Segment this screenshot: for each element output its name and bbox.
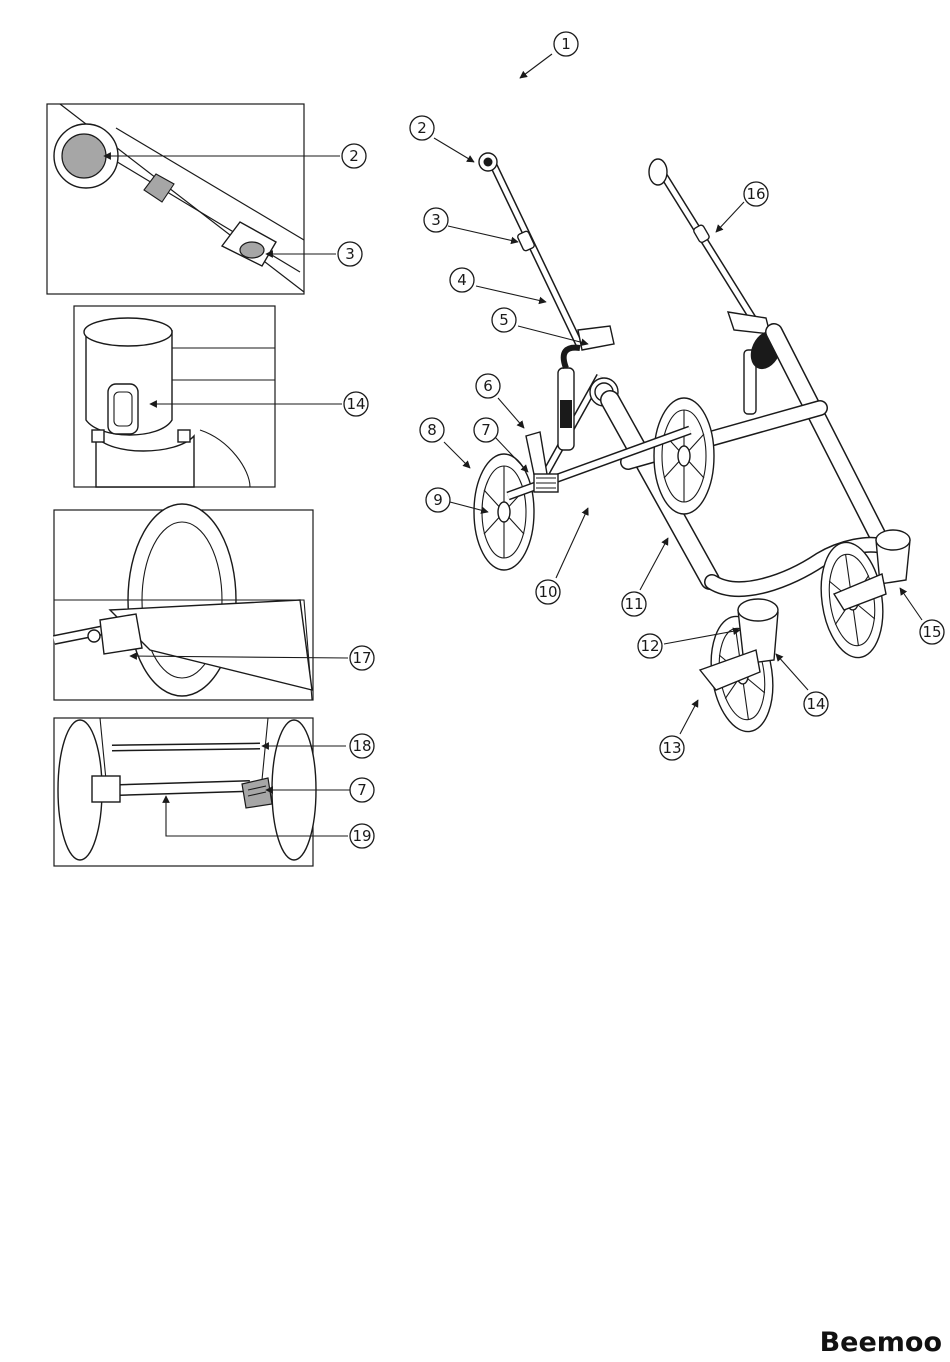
svg-text:6: 6: [483, 377, 493, 395]
callout-14: 14: [804, 692, 828, 716]
rear-wheel-right: [654, 398, 714, 514]
callout-7: 7: [474, 418, 498, 442]
wheel-release-button: [100, 614, 142, 654]
svg-text:14: 14: [346, 395, 365, 413]
callout-3: 3: [424, 208, 448, 232]
svg-text:3: 3: [431, 211, 441, 229]
svg-text:18: 18: [352, 737, 371, 755]
svg-text:13: 13: [662, 739, 681, 757]
callout-6: 6: [476, 374, 500, 398]
detail-callout-18: 18: [350, 734, 374, 758]
svg-text:1: 1: [561, 35, 571, 53]
detail-callout-17: 17: [350, 646, 374, 670]
svg-text:2: 2: [349, 147, 359, 165]
callout-13: 13: [660, 736, 684, 760]
callout-1: 1: [554, 32, 578, 56]
svg-text:11: 11: [624, 595, 643, 613]
brand-logo-text: Beemoo: [820, 1327, 942, 1358]
detail-callout-14: 14: [344, 392, 368, 416]
callout-12: 12: [638, 634, 662, 658]
svg-text:5: 5: [499, 311, 509, 329]
svg-text:8: 8: [427, 421, 437, 439]
callout-2: 2: [410, 116, 434, 140]
svg-text:2: 2: [417, 119, 427, 137]
handlebar: [470, 85, 660, 170]
main-stroller: [470, 85, 910, 735]
svg-text:14: 14: [806, 695, 825, 713]
brake-pedal-detail: [242, 778, 272, 808]
fold-release-button: [62, 134, 106, 178]
callout-5: 5: [492, 308, 516, 332]
svg-text:19: 19: [352, 827, 371, 845]
adapter-lock-button: [240, 242, 264, 258]
svg-text:10: 10: [538, 583, 557, 601]
detail-callout-19: 19: [350, 824, 374, 848]
seat-adapter-left: [578, 326, 614, 350]
svg-text:15: 15: [922, 623, 941, 641]
svg-text:12: 12: [640, 637, 659, 655]
detail-callout-3: 3: [338, 242, 362, 266]
callout-11: 11: [622, 592, 646, 616]
svg-text:17: 17: [352, 649, 371, 667]
callout-10: 10: [536, 580, 560, 604]
detail-swivel-box: [74, 306, 275, 487]
rear-wheel-left: [474, 454, 534, 570]
detail-wheel-release-box: [54, 504, 313, 700]
callout-8: 8: [420, 418, 444, 442]
right-folding-hinge: [649, 159, 667, 185]
detail-hinge-box: [47, 104, 304, 294]
callout-4: 4: [450, 268, 474, 292]
svg-text:7: 7: [481, 421, 491, 439]
seat-adapter-right: [728, 312, 770, 334]
svg-text:16: 16: [746, 185, 765, 203]
svg-text:3: 3: [345, 245, 355, 263]
detail-callout-7: 7: [350, 778, 374, 802]
svg-text:7: 7: [357, 781, 367, 799]
detail-brake-box: [54, 718, 316, 866]
callout-15: 15: [920, 620, 944, 644]
detail-callouts: 2 3 14 17 18 7 19: [338, 144, 374, 848]
svg-text:4: 4: [457, 271, 467, 289]
svg-text:9: 9: [433, 491, 443, 509]
callout-9: 9: [426, 488, 450, 512]
detail-callout-2: 2: [342, 144, 366, 168]
callout-16: 16: [744, 182, 768, 206]
